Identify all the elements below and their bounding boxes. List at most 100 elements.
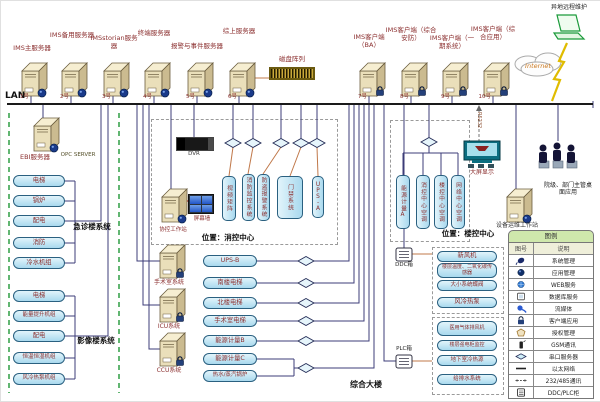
legend-row-label: GSM通讯 xyxy=(534,338,593,350)
legend-row-label: 流媒体 xyxy=(534,302,593,314)
boiler-hotwater-box: 热水/蒸汽锅炉 xyxy=(203,370,257,382)
fresh-air-unit-box: 新风机 xyxy=(437,251,497,262)
dvr-unit xyxy=(176,137,214,151)
emergency-item-boiler: 锅炉 xyxy=(13,195,65,207)
legend-table: 图号 说明 系统管理 应用管理 WEB服务 数据库服务 流媒体 客户端应用 授权… xyxy=(508,243,594,399)
server-num-7: 7号 xyxy=(358,94,367,100)
server-num-9: 9号 xyxy=(441,94,450,100)
energy-meter-b-box: 能源计量B xyxy=(203,335,257,347)
server-label-4: 终端服务器 xyxy=(137,29,171,37)
ops-workstation-label: 设备运维工作站 xyxy=(495,222,538,229)
web-service-icon xyxy=(517,281,525,288)
remote-maintenance-label: 异地远程维护 xyxy=(550,4,587,11)
server-num-4: 4号 xyxy=(143,94,152,100)
video-matrix-box: 视频矩阵 xyxy=(222,176,236,221)
main-building-label: 综合大楼 xyxy=(350,380,382,389)
ups-a-box: UPS-A xyxy=(312,176,324,218)
floor-temp-co2-box: 楼层温度、二氧化碳传感器 xyxy=(437,263,497,278)
auth-mgmt-icon xyxy=(516,328,526,337)
fire-center-ac-box: 消控中心空调 xyxy=(416,175,430,229)
disk-array-label: 磁盘阵列 xyxy=(279,55,305,63)
system-valve-box: 大小系统蝶阀 xyxy=(437,280,497,291)
legend-row-label: 数据库服务 xyxy=(534,290,593,302)
big-screen-label: 大屏显示 xyxy=(469,169,494,176)
server-num-6: 6号 xyxy=(228,94,237,100)
field-group-b-region xyxy=(432,317,504,395)
server-label-6: 综上服务器 xyxy=(222,27,256,35)
serial-lines xyxy=(228,77,432,362)
building-center-ac-box: 楼控中心空调 xyxy=(434,175,448,229)
basement-source-box: 地下室冷热源 xyxy=(437,355,497,366)
legend-row-label: 授权管理 xyxy=(534,326,593,338)
big-screen-icon xyxy=(463,140,501,168)
building-center-location-label: 位置：楼控中心 xyxy=(441,229,495,238)
server-num-1: 1号 xyxy=(20,94,29,100)
access-control-system-box: 门禁系统 xyxy=(277,176,303,219)
dvr-label: DVR xyxy=(188,151,200,157)
field-group-a-region xyxy=(432,247,504,314)
legend-row-label: 串口服务器 xyxy=(534,350,593,362)
ccu-system-label: CCU系统 xyxy=(156,367,182,374)
server-label-9: IMS客户端（一期系统） xyxy=(429,34,475,50)
ethernet-lines xyxy=(30,96,594,380)
fire-center-location-label: 位置：消控中心 xyxy=(201,233,255,242)
server-num-3: 3号 xyxy=(102,94,111,100)
app-mgmt-icon xyxy=(517,269,525,276)
emergency-building-title: 急诊楼系统 xyxy=(73,222,111,231)
server-label-8: IMS客户端（综合安防） xyxy=(385,26,437,42)
or-elevator-box: 手术室电梯 xyxy=(203,315,257,327)
coord-workstation-label: 协控工作站 xyxy=(159,227,187,233)
energy-meter-a-box: 能源计量A xyxy=(396,175,410,229)
network-center-ac-box: 网络中心空调 xyxy=(451,175,465,229)
imaging-item-energy-unit: 能量提升机组 xyxy=(13,310,65,322)
server-label-5: 报警与事件服务器 xyxy=(171,42,223,50)
imaging-item-heatpump-unit: 风冷热泵机组 xyxy=(13,373,65,385)
emergency-item-power: 配电 xyxy=(13,215,65,227)
south-elevator-box: 南楼电梯 xyxy=(203,277,257,289)
serial-server-icon xyxy=(515,353,527,360)
emergency-item-fire: 消防 xyxy=(13,237,65,249)
medical-gas-fan-box: 医用气体排风机 xyxy=(437,321,497,336)
comm-485-icon xyxy=(515,379,527,382)
energy-meter-c-box: 能源计量C xyxy=(203,353,257,365)
server-label-3: IMSstorian服务器 xyxy=(90,34,138,50)
internet-cloud-icon: Internet xyxy=(514,52,562,77)
server-num-10: 10号 xyxy=(478,94,492,100)
rs232-label: RS232 xyxy=(476,112,482,129)
north-elevator-box: 北楼电梯 xyxy=(203,297,257,309)
remote-laptop-icon xyxy=(552,14,586,40)
legend-row-label: WEB服务 xyxy=(534,278,593,290)
legend-row-label: 232/485通讯 xyxy=(534,374,593,386)
database-icon xyxy=(517,292,525,301)
ebi-server-label: EBI服务器 xyxy=(20,153,50,161)
lightning-bolt-icon xyxy=(550,42,569,102)
client-app-icon xyxy=(518,316,524,325)
floor-power-monitor-box: 楼层强电柜监控 xyxy=(437,340,497,351)
air-heatpump-box: 风冷热泵 xyxy=(437,297,497,308)
legend-row-label: 以太网络 xyxy=(534,362,593,374)
emergency-item-chiller: 冷水机组 xyxy=(13,257,65,269)
ddc-box-icon xyxy=(395,247,413,262)
legend-col-icon-header: 图号 xyxy=(509,243,534,254)
system-mgmt-icon xyxy=(515,257,525,265)
burglar-alarm-system-box: 防盗报警系统 xyxy=(257,174,270,221)
legend-row-label: 系统管理 xyxy=(534,254,593,266)
imaging-item-elevator: 电梯 xyxy=(13,290,65,302)
ups-b-box: UPS-B xyxy=(203,255,257,267)
fire-monitor-system-box: 消防监控系统 xyxy=(242,174,255,221)
server-label-2: IMS备用服务器 xyxy=(49,31,95,39)
plc-box-icon xyxy=(395,354,413,369)
ddc-plc-icon xyxy=(517,388,525,397)
screen-wall-label: 屏幕墙 xyxy=(193,216,211,222)
stream-media-icon xyxy=(517,305,527,313)
server-num-5: 5号 xyxy=(186,94,195,100)
lan-label: LAN xyxy=(5,91,26,101)
legend-row-label: 客户端应用 xyxy=(534,314,593,326)
svg-text:Internet: Internet xyxy=(525,62,551,70)
server-num-2: 2号 xyxy=(60,94,69,100)
fire-control-center-region xyxy=(151,119,338,245)
gsm-icon xyxy=(519,340,526,349)
legend-col-desc-header: 说明 xyxy=(534,243,593,254)
